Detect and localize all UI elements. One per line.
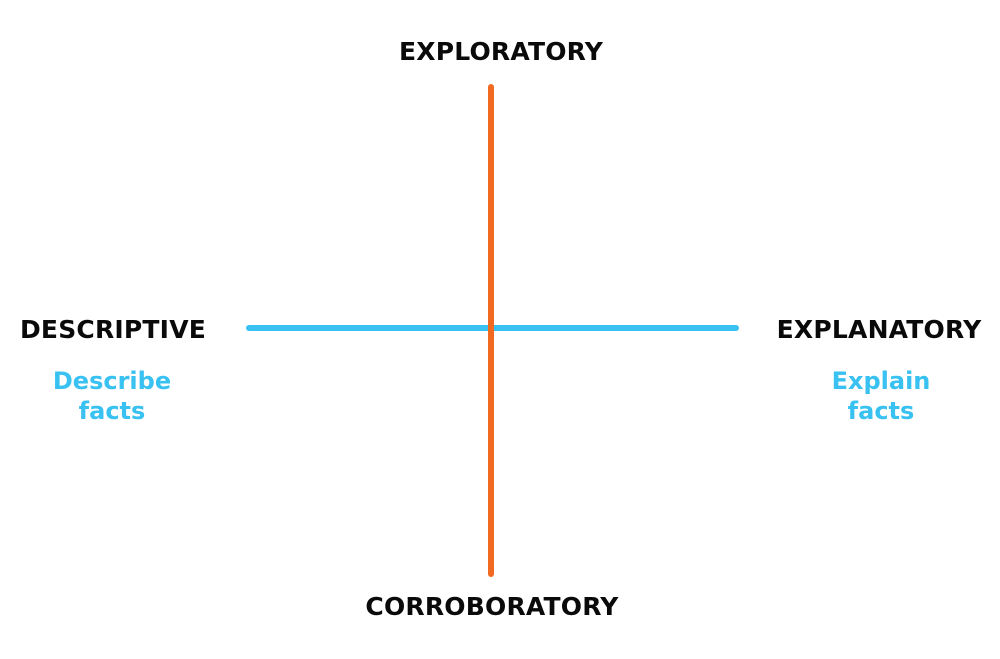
explanatory-label: EXPLANATORY — [776, 315, 982, 344]
explain-facts-line-2: facts — [847, 397, 915, 425]
descriptive-label: DESCRIPTIVE — [19, 315, 207, 344]
explain-facts-line-1: Explain — [831, 367, 931, 395]
exploratory-label: EXPLORATORY — [398, 37, 604, 66]
exploratory-corroboratory-axis-line — [488, 84, 494, 577]
explain-facts-caption: Explain facts — [832, 366, 931, 426]
describe-facts-line-2: facts — [78, 397, 146, 425]
describe-facts-caption: Describe facts — [53, 366, 171, 426]
describe-facts-line-1: Describe — [52, 367, 172, 395]
corroboratory-label: CORROBORATORY — [365, 592, 619, 621]
